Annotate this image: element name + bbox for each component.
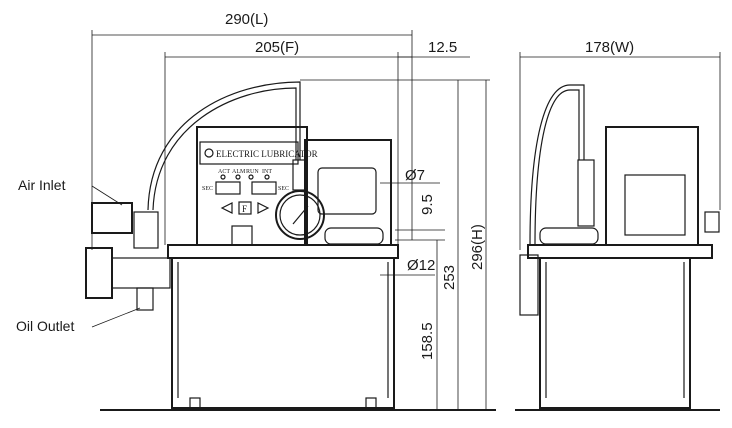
led-label-int: INT: [262, 169, 272, 175]
right-arrow-button[interactable]: [257, 202, 270, 214]
led-label-act: ACT: [218, 169, 230, 175]
solenoid-valve: [85, 202, 171, 311]
side-filler-cap: [539, 227, 599, 245]
led-label-run: RUN: [246, 169, 259, 175]
dim-inlet-dia: Ø7: [405, 167, 425, 184]
front-dimensions: 290(L) 205(F) 12.5 Ø7 9.5 Ø12 158.5 253 …: [91, 11, 490, 410]
dim-height-outlet: 158.5: [419, 322, 436, 360]
side-view: 178(W): [515, 39, 721, 411]
dim-width: 178(W): [585, 39, 634, 56]
panel-title: ELECTRIC LUBRICATOR: [216, 149, 318, 159]
timer-display-left: [215, 181, 241, 195]
outlet-fitting: [231, 225, 253, 246]
air-tube: [147, 81, 301, 211]
callouts: Air Inlet Oil Outlet: [16, 177, 141, 334]
status-leds: ACT ALM RUN INT: [218, 169, 272, 180]
sec-label-left: SEC: [202, 186, 213, 192]
filler-cap: [324, 227, 384, 245]
dim-inlet-offset: 9.5: [419, 194, 436, 215]
pressure-gauge: [275, 159, 325, 240]
dim-length: 290(L): [225, 11, 268, 28]
timer-display-right: [251, 181, 277, 195]
dim-outlet-dia: Ø12: [407, 257, 435, 274]
dim-height-total: 296(H): [469, 224, 486, 270]
led-label-alm: ALM: [232, 169, 246, 175]
f-button-label: F: [242, 204, 247, 214]
dim-front: 205(F): [255, 39, 299, 56]
motor-box: [304, 139, 392, 246]
air-inlet-label: Air Inlet: [18, 177, 66, 193]
control-housing: ELECTRIC LUBRICATOR ACT ALM RUN INT SEC …: [196, 126, 318, 246]
f-button[interactable]: [238, 201, 252, 215]
dim-height-inlet: 253: [441, 265, 458, 290]
side-motor-box: [605, 126, 699, 246]
dim-offset: 12.5: [428, 39, 457, 56]
tank-lid: [167, 244, 399, 259]
oil-outlet-label: Oil Outlet: [16, 318, 74, 334]
left-arrow-button[interactable]: [220, 202, 233, 214]
sec-label-right: SEC: [278, 186, 289, 192]
